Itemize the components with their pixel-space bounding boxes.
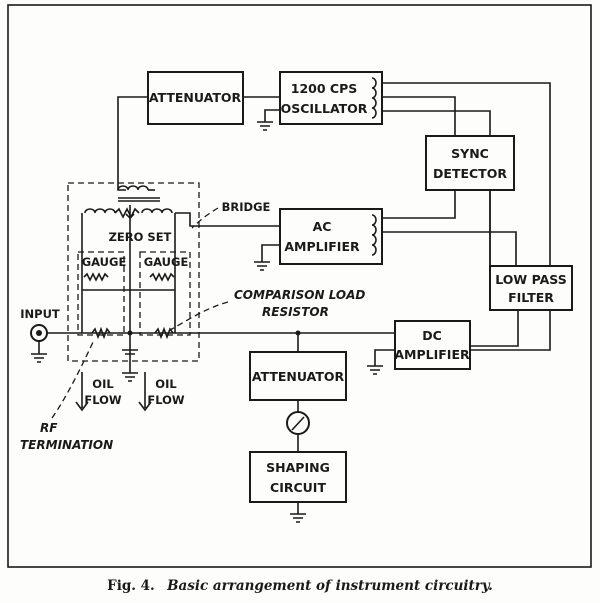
oscillator-label-2: OSCILLATOR [281,101,368,116]
bridge-pointer [191,207,219,229]
attenuator-top-label: ATTENUATOR [149,90,242,105]
caption-fig-number: Fig. 4. [107,578,155,594]
bridge-label: BRIDGE [222,200,271,214]
dc-amplifier-label-1: DC [422,328,442,343]
low-pass-filter-label-2: FILTER [508,290,554,305]
comparison-load-pointer [169,301,229,331]
figure-caption: Fig. 4. Basic arrangement of instrument … [107,578,493,594]
ac-amplifier-coil-icon [371,214,377,256]
ac-amplifier-label-2: AMPLIFIER [284,239,360,254]
svg-text:Fig. 4. Basic arrangemen: Fig. 4. Basic arrangement of instrument … [107,578,493,594]
shaping-circuit-label-1: SHAPING [266,460,330,475]
oil-flow-left-arrow-icon [75,372,89,412]
input-label: INPUT [20,307,60,321]
bridge-enclosure [67,182,200,362]
input-resistors-icon [91,326,301,340]
block-low-pass-filter: LOW PASS FILTER [489,265,573,311]
oil-flow-left-label-1: OIL [92,377,114,391]
gauge-resistors-icon [83,272,175,282]
rf-termination-pointer [51,339,95,419]
oscillator-coil-icon [371,77,377,119]
dc-amplifier-label-2: AMPLIFIER [394,347,470,362]
gauge-left-label: GAUGE [82,255,127,269]
caption-text: Basic arrangement of instrument circuitr… [166,578,493,594]
block-attenuator-top: ATTENUATOR [147,71,244,125]
rf-termination-label-1: RF [40,421,58,435]
block-sync-detector: SYNC DETECTOR [425,135,515,191]
oil-flow-right-label-1: OIL [155,377,177,391]
comparison-load-label-1: COMPARISON LOAD [234,288,365,302]
oil-flow-right-label-2: FLOW [147,393,185,407]
block-shaping-circuit: SHAPING CIRCUIT [249,451,347,503]
ground-icons [31,121,383,523]
comparison-load-label-2: RESISTOR [262,305,329,319]
oil-flow-right-arrow-icon [138,372,152,412]
gauge-right-label: GAUGE [144,255,189,269]
shaping-circuit-label-2: CIRCUIT [270,480,326,495]
oscillator-label-1: 1200 CPS [291,81,357,96]
sync-detector-label-2: DETECTOR [433,166,507,181]
zero-set-label: ZERO SET [109,230,172,244]
transformer-icon [117,185,160,202]
rf-termination-label-2: TERMINATION [20,438,113,452]
meter-icon [286,411,310,435]
outer-frame [7,4,592,568]
ac-amplifier-label-1: AC [313,219,332,234]
block-oscillator: 1200 CPS OSCILLATOR [279,71,383,125]
attenuator-bottom-label: ATTENUATOR [252,369,345,384]
oil-flow-left-label-2: FLOW [84,393,122,407]
low-pass-filter-label-1: LOW PASS [495,272,566,287]
block-dc-amplifier: DC AMPLIFIER [394,320,471,370]
block-attenuator-bottom: ATTENUATOR [249,351,347,401]
block-ac-amplifier: AC AMPLIFIER [279,208,383,265]
bridge-coils-icon [84,205,173,220]
sync-detector-label-1: SYNC [451,146,489,161]
input-connector-icon [30,324,48,342]
